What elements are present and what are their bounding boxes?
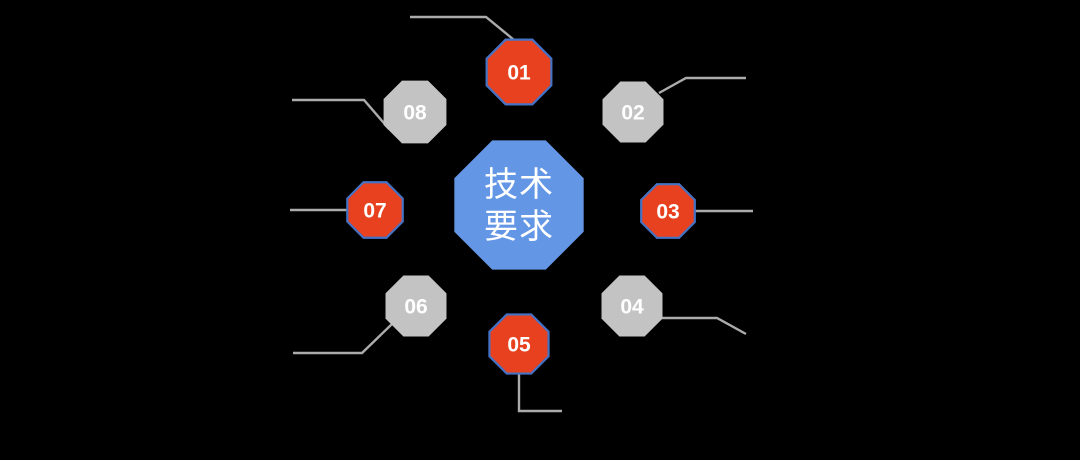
node-label-01: 01 [507, 62, 531, 85]
octagon-shape-03 [640, 183, 696, 239]
node-label-05: 05 [507, 334, 531, 357]
leader-line-02 [658, 76, 746, 95]
leader-line-06 [293, 323, 393, 355]
octagon-shape-07 [346, 181, 404, 239]
node-label-08: 08 [403, 102, 427, 125]
octagon-shape-04 [601, 275, 663, 337]
node-06[interactable]: 06 [385, 275, 447, 337]
node-label-02: 02 [621, 102, 644, 125]
center-octagon-shape [454, 140, 584, 270]
leader-line-05 [517, 373, 562, 413]
octagon-shape-05 [488, 313, 550, 375]
center-label-line2: 要求 [484, 207, 554, 247]
octagon-shape-06 [385, 275, 447, 337]
center-label-line1: 技术 [484, 165, 554, 205]
node-label-06: 06 [404, 296, 427, 319]
node-label-04: 04 [620, 296, 644, 319]
node-05[interactable]: 05 [488, 313, 550, 375]
satellite-node-group: 01 02 03 04 05 06 07 08 [346, 38, 696, 375]
node-07[interactable]: 07 [346, 181, 404, 239]
octagon-shape-08 [383, 80, 447, 144]
node-label-03: 03 [656, 201, 679, 224]
node-02[interactable]: 02 [602, 81, 664, 143]
leader-line-01 [410, 15, 520, 45]
node-01[interactable]: 01 [485, 38, 553, 106]
node-08[interactable]: 08 [383, 80, 447, 144]
octagon-shape-01 [485, 38, 553, 106]
leader-line-group [290, 15, 753, 413]
octagon-shape-02 [602, 81, 664, 143]
leader-line-04 [660, 316, 747, 336]
node-04[interactable]: 04 [601, 275, 663, 337]
leader-line-08 [292, 98, 390, 130]
node-03[interactable]: 03 [640, 183, 696, 239]
node-label-07: 07 [363, 200, 386, 223]
